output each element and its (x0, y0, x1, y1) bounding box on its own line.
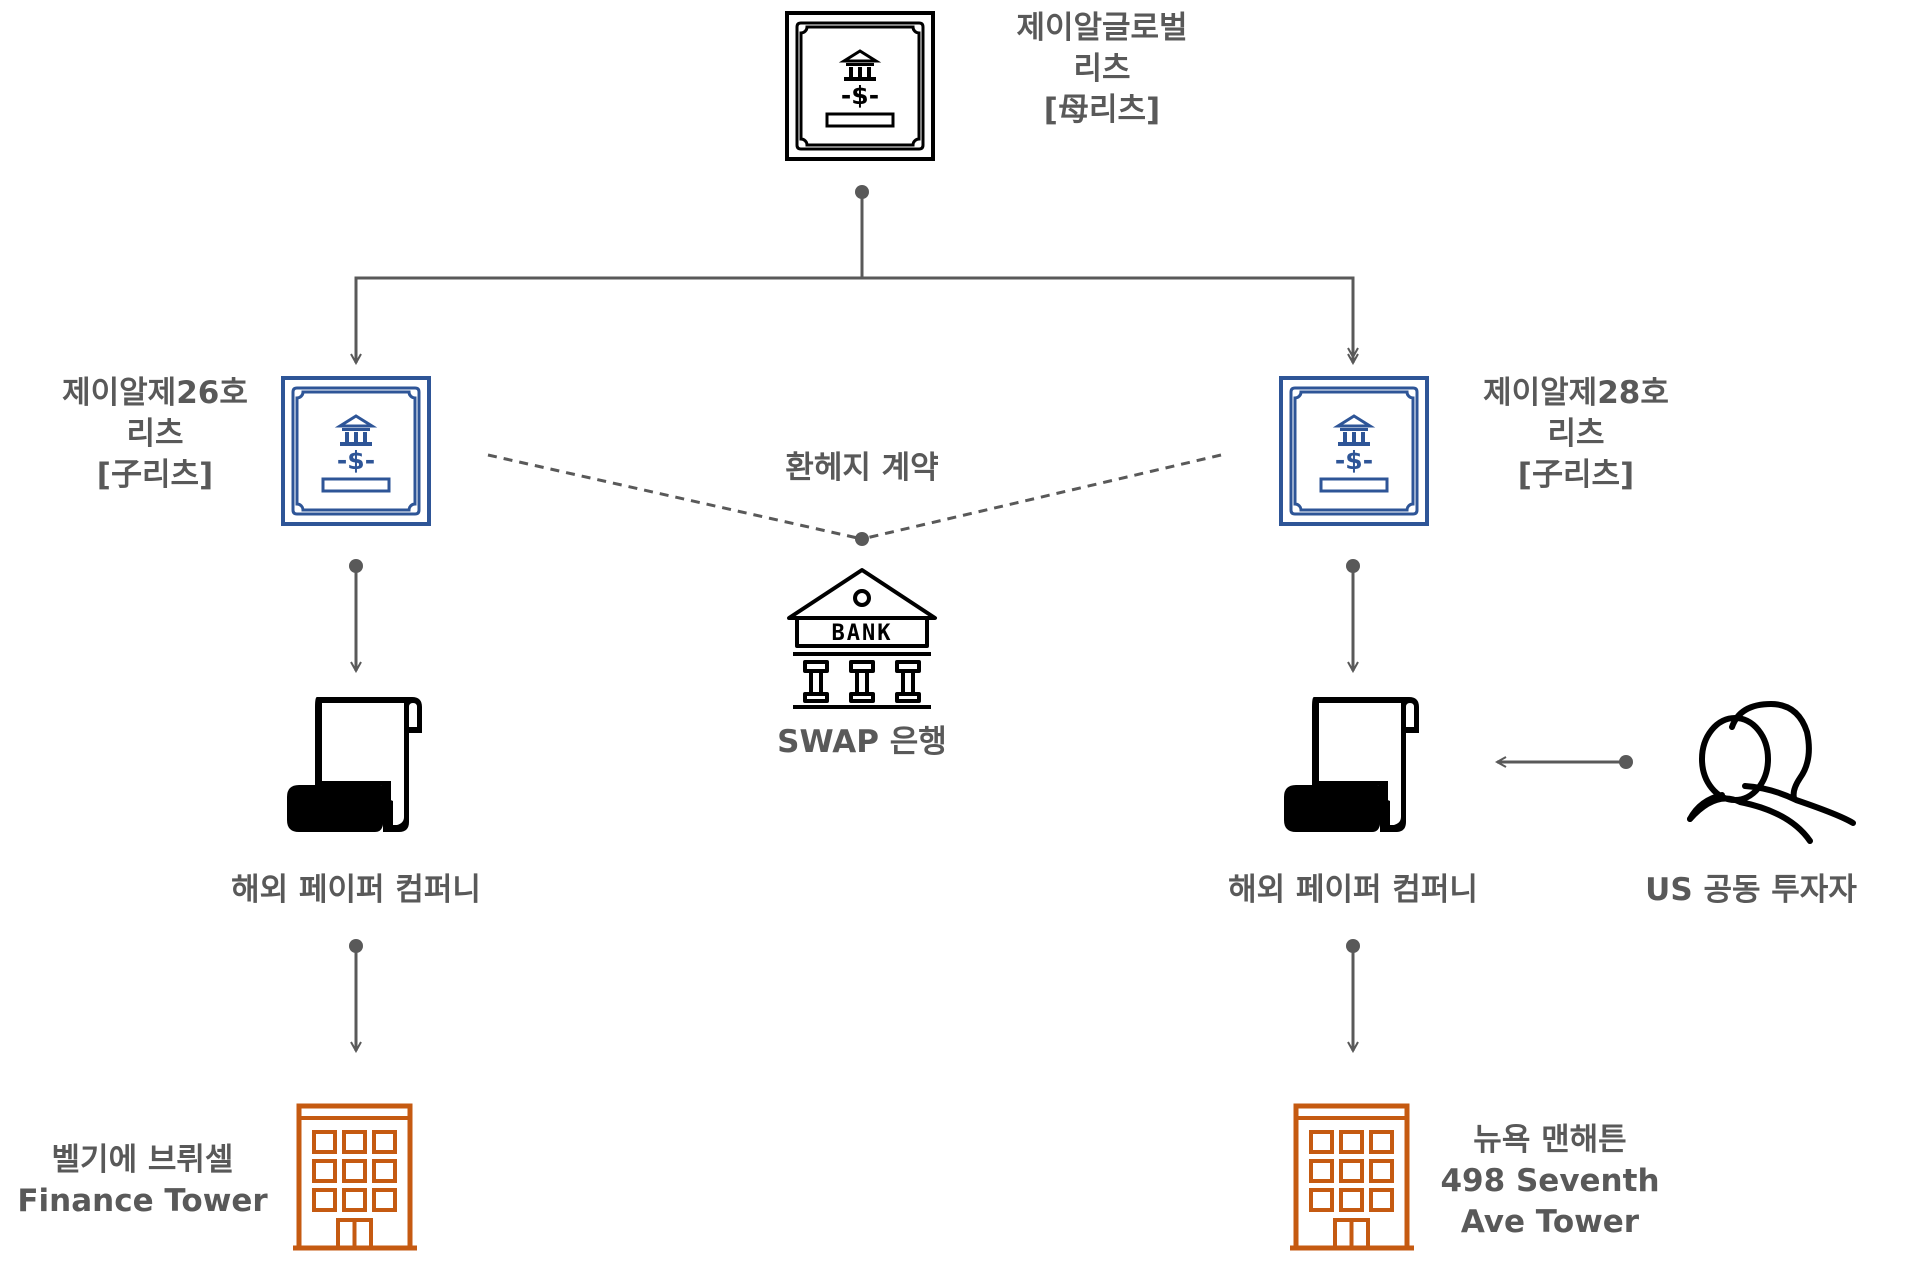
connector-lines (356, 192, 1626, 1051)
paper-company-right-label: 해외 페이퍼 컴퍼니 (1228, 872, 1478, 908)
parent-reit-name-line2: 리츠 (1073, 51, 1131, 87)
parent-reit-certificate-icon (785, 11, 935, 161)
brussels-asset-line2: Finance Tower (17, 1183, 268, 1219)
child-reit-28-label: 제이알제28호 리츠 [子리츠] (1466, 373, 1686, 496)
hedge-dashed-lines (487, 453, 1222, 541)
parent-reit-label: 제이알글로벌 리츠 [母리츠] (997, 8, 1207, 131)
parent-reit-name-line1: 제이알글로벌 (1016, 10, 1188, 46)
paper-company-left-scroll-icon (287, 697, 422, 832)
manhattan-asset-line3: Ave Tower (1460, 1204, 1640, 1240)
child-reit-26-role: [子리츠] (96, 457, 214, 493)
bank-icon-text: BANK (832, 621, 893, 646)
child-reit-28-certificate-icon (1279, 376, 1429, 526)
manhattan-office-building-icon (1290, 1106, 1414, 1248)
brussels-office-building-icon (293, 1106, 417, 1248)
manhattan-asset-line1: 뉴욕 맨해튼 (1473, 1122, 1627, 1158)
bank-building-icon: BANK (787, 568, 937, 709)
swap-bank-label: SWAP 은행 (777, 724, 947, 760)
parent-reit-role: [母리츠] (1043, 92, 1161, 128)
paper-company-left-label: 해외 페이퍼 컴퍼니 (231, 872, 481, 908)
child-reit-26-certificate-icon (281, 376, 431, 526)
connector-dots (349, 185, 1633, 953)
us-investor-label: US 공동 투자자 (1645, 872, 1857, 908)
manhattan-asset-line2: 498 Seventh (1440, 1163, 1660, 1199)
child-reit-26-name-line1: 제이알제26호 (62, 375, 248, 411)
us-investor-people-icon (1687, 700, 1856, 844)
child-reit-28-role: [子리츠] (1517, 457, 1635, 493)
child-reit-26-name-line2: 리츠 (126, 416, 184, 452)
child-reit-26-label: 제이알제26호 리츠 [子리츠] (45, 373, 265, 496)
paper-company-right-scroll-icon (1284, 697, 1419, 832)
child-reit-28-name-line1: 제이알제28호 (1483, 375, 1669, 411)
hedge-contract-label: 환헤지 계약 (785, 450, 939, 486)
child-reit-28-name-line2: 리츠 (1547, 416, 1605, 452)
manhattan-asset-label: 뉴욕 맨해튼 498 Seventh Ave Tower (1430, 1120, 1670, 1243)
brussels-asset-line1: 벨기에 브뤼셀 (51, 1142, 234, 1178)
brussels-asset-label: 벨기에 브뤼셀 Finance Tower (10, 1140, 275, 1222)
